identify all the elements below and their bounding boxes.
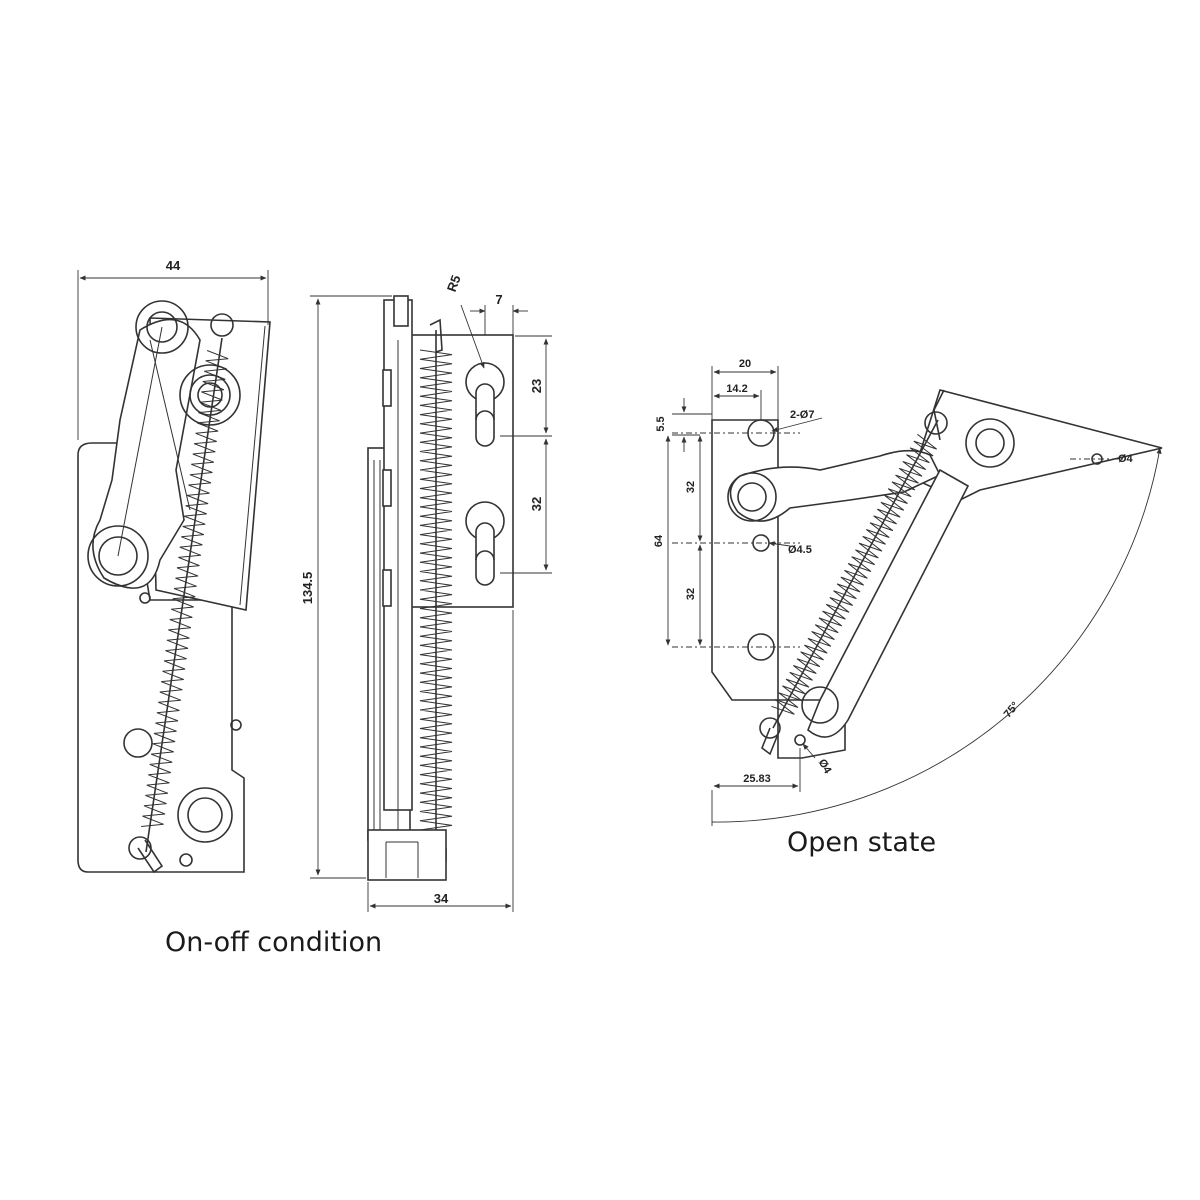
dim-open-arm-hole: Ø4 [1118,453,1134,465]
dim-open-spacing-upper: 32 [685,481,697,493]
dim-side-height: 134.5 [300,572,315,605]
dim-open-spacing-lower: 32 [685,588,697,600]
keyhole-upper [465,362,505,447]
dim-open-mid-hole: Ø4.5 [788,544,812,556]
dim-open-bottom-hole: Ø4 [816,757,834,776]
open-view: 75° 20 14.2 [653,358,1163,826]
dim-open-plate-width: 20 [739,358,751,370]
dim-open-top-margin: 5.5 [655,416,667,431]
dim-keyhole-radius: R5 [444,273,464,294]
dim-open-hole-spec: 2-Ø7 [790,409,814,421]
dim-keyhole-offset: 7 [495,292,502,307]
caption-closed: On-off condition [165,927,383,958]
caption-open: Open state [787,827,937,858]
side-view: 134.5 34 R5 7 23 32 [300,273,552,912]
dim-keyhole-spacing-top: 23 [529,379,544,393]
dim-closed-width: 44 [166,258,181,273]
dim-side-depth: 34 [434,891,449,906]
dim-keyhole-spacing-bottom: 32 [529,497,544,511]
dim-open-bottom-offset: 25.83 [743,773,771,785]
dim-open-total-spacing: 64 [653,534,665,547]
keyhole-lower [465,501,505,586]
closed-front-view: 44 [77,258,271,874]
dim-open-hole-offset: 14.2 [726,383,747,395]
